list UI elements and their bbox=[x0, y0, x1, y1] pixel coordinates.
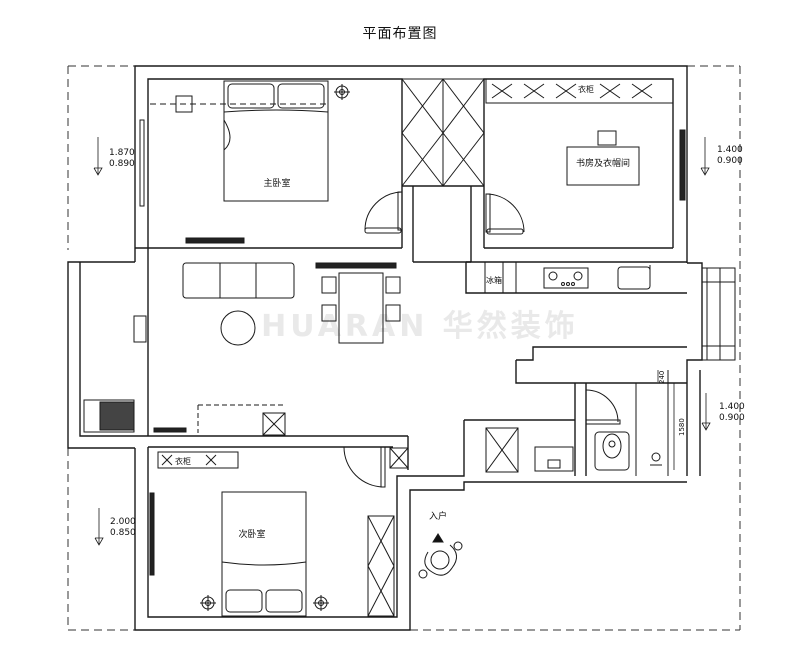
kitchen bbox=[484, 262, 651, 293]
w1-bottom: 0.890 bbox=[109, 159, 135, 169]
w2-bottom: 0.900 bbox=[717, 156, 743, 166]
window-study bbox=[679, 129, 686, 201]
label-wardrobe-lower: 衣柜 bbox=[175, 456, 191, 466]
dim-1580: 1580 bbox=[678, 418, 686, 436]
window-master bbox=[139, 119, 145, 207]
site-boundary bbox=[67, 65, 741, 631]
w4-bottom: 0.850 bbox=[110, 528, 136, 538]
window-markers bbox=[93, 137, 711, 546]
bathroom bbox=[485, 370, 669, 476]
study-chair bbox=[597, 130, 617, 146]
label-entrance: 入户 bbox=[429, 510, 447, 522]
dim-240: 240 bbox=[658, 371, 666, 384]
w1-top: 1.870 bbox=[109, 148, 135, 158]
w3-bottom: 0.900 bbox=[719, 413, 745, 423]
entrance-figure bbox=[418, 533, 463, 579]
second-bed bbox=[149, 447, 409, 617]
walls bbox=[67, 65, 703, 631]
plan-title: 平面布置图 bbox=[362, 26, 438, 42]
living-furniture bbox=[83, 262, 401, 436]
label-study-cloakroom: 书房及衣帽间 bbox=[576, 157, 630, 169]
radiator-master bbox=[185, 237, 245, 244]
w2-top: 1.400 bbox=[717, 145, 743, 155]
study-desk bbox=[566, 146, 640, 186]
label-fridge: 冰箱 bbox=[486, 275, 502, 285]
label-master-bedroom: 主卧室 bbox=[263, 177, 290, 189]
study-wardrobe bbox=[485, 78, 674, 104]
labels: 主卧室 书房及衣帽间 次卧室 衣柜 衣柜 冰箱 入户 1.870 0.890 1… bbox=[109, 84, 745, 540]
label-second-bedroom: 次卧室 bbox=[238, 528, 265, 540]
bay-window bbox=[701, 267, 736, 361]
master-bed bbox=[223, 80, 350, 202]
central-wardrobe bbox=[401, 78, 485, 187]
label-wardrobe-upper: 衣柜 bbox=[578, 84, 594, 94]
w3-top: 1.400 bbox=[719, 402, 745, 412]
w4-top: 2.000 bbox=[110, 517, 136, 527]
watermark: HUARAN 华然装饰 bbox=[261, 309, 579, 344]
doors bbox=[343, 191, 621, 488]
